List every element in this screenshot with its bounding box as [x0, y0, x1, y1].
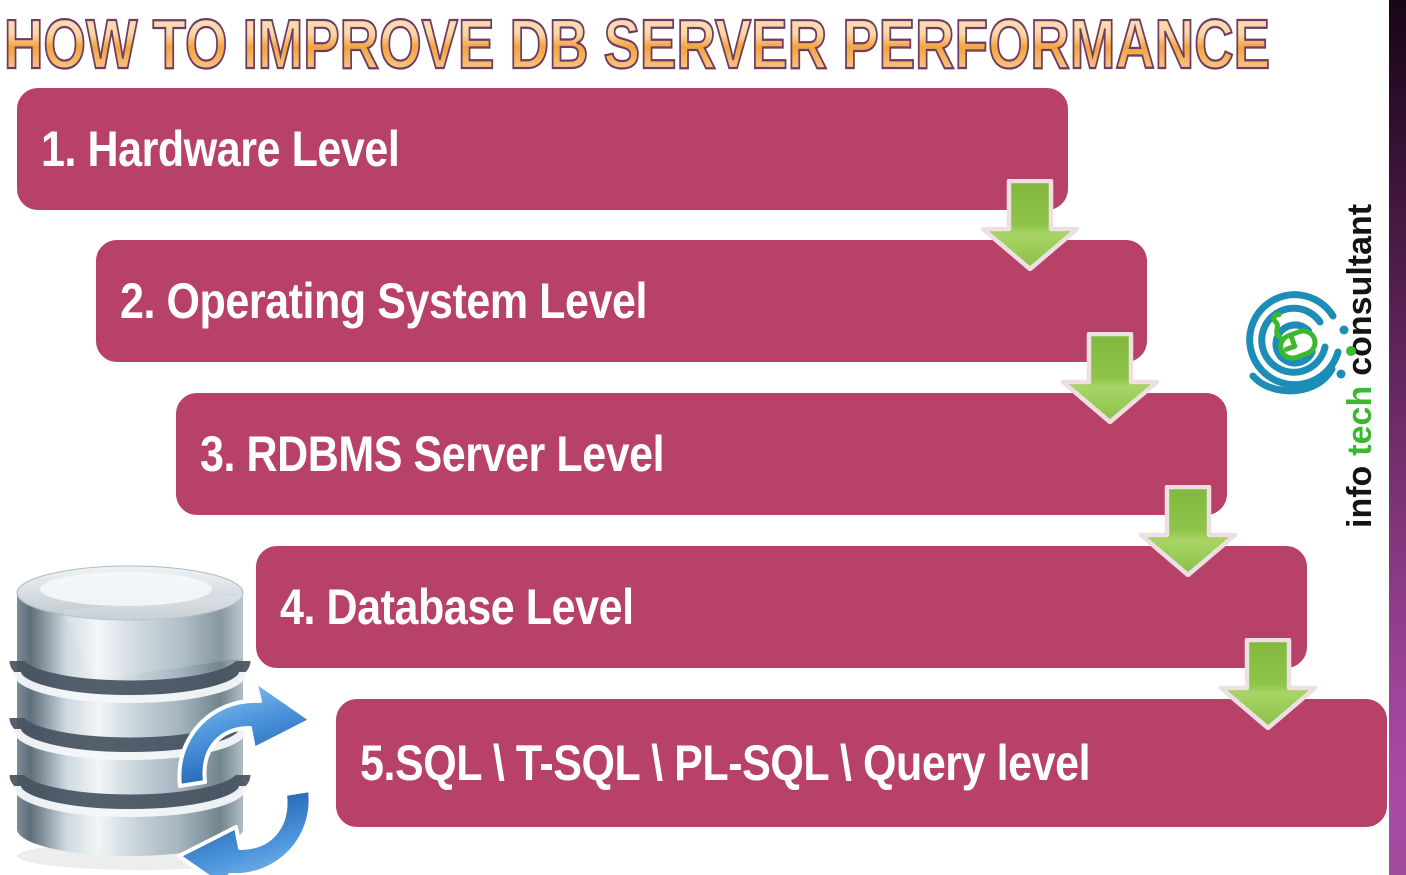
down-arrow-icon [1218, 638, 1318, 730]
mouse-glyph [1271, 312, 1318, 361]
down-arrow-icon [980, 179, 1080, 271]
page-title: HOW TO IMPROVE DB SERVER PERFORMANCE [3, 4, 1406, 84]
step-label: 1. Hardware Level [41, 121, 400, 177]
step-box-hardware: 1. Hardware Level [14, 85, 1071, 213]
down-arrow-icon [1060, 332, 1160, 424]
logo-green-dot [1346, 346, 1356, 356]
brand-word-info: info [1341, 465, 1379, 528]
step-box-rdbms-server: 3. RDBMS Server Level [173, 390, 1230, 518]
step-label: 4. Database Level [280, 579, 634, 635]
logo-dot [1339, 325, 1349, 335]
down-arrow-icon [1138, 485, 1238, 577]
logo-dot [1336, 369, 1346, 379]
step-box-database: 4. Database Level [253, 543, 1310, 671]
database-sync-icon [9, 565, 313, 875]
step-box-operating-system: 2. Operating System Level [93, 237, 1150, 365]
sync-arrows-glyph [177, 679, 313, 875]
step-label: 2. Operating System Level [120, 273, 647, 329]
spiral-mouse-logo-icon [1246, 291, 1356, 395]
step-label: 5.SQL \ T-SQL \ PL-SQL \ Query level [360, 735, 1091, 791]
step-label: 3. RDBMS Server Level [200, 426, 665, 482]
step-box-sql-query: 5.SQL \ T-SQL \ PL-SQL \ Query level [333, 696, 1390, 830]
right-edge-gradient-strip [1389, 0, 1406, 875]
page-title-text: HOW TO IMPROVE DB SERVER PERFORMANCE [3, 4, 1271, 84]
